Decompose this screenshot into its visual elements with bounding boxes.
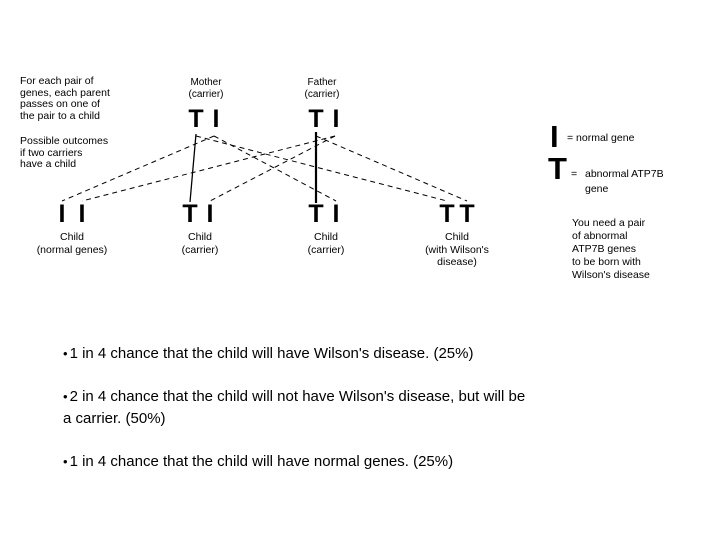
- mother-allele-I: I: [212, 105, 220, 133]
- bullet-carrier-chance: •2 in 4 chance that the child will not h…: [63, 364, 673, 430]
- intro-note-possible-outcomes: Possible outcomes if two carriers have a…: [20, 135, 109, 170]
- bullet-marker: •: [63, 454, 68, 469]
- father-allele-T: T: [308, 105, 324, 133]
- parent-mother-label: Mother (carrier): [156, 77, 256, 100]
- gene-line-father-I-to-child2-I: [209, 135, 336, 202]
- child1-allele-2: I: [78, 200, 86, 228]
- mother-alleles: T I: [186, 106, 226, 132]
- intro-note-pair-of-genes: For each pair of genes, each parent pass…: [20, 75, 110, 122]
- child4-alleles: T T: [437, 201, 477, 227]
- child2-alleles: T I: [180, 201, 220, 227]
- bullet-normal-genes-chance: •1 in 4 chance that the child will have …: [63, 429, 673, 473]
- mother-name: Mother: [190, 77, 222, 88]
- child3-allele-2: I: [332, 200, 340, 228]
- bullet-wilsons-disease-chance: •1 in 4 chance that the child will have …: [63, 321, 673, 365]
- child4-allele-2: T: [459, 200, 475, 228]
- bullet-text: 1 in 4 chance that the child will have W…: [69, 345, 474, 362]
- parent-father-label: Father (carrier): [272, 77, 372, 100]
- father-allele-I: I: [332, 105, 340, 133]
- child3-label-carrier: Child (carrier): [307, 231, 345, 256]
- bullet-text: 2 in 4 chance that the child will not ha…: [63, 388, 526, 427]
- legend-note-pair-needed: You need a pair of abnormal ATP7B genes …: [572, 217, 650, 281]
- child1-allele-1: I: [58, 200, 66, 228]
- gene-line-mother-T-to-child4-left-T: [195, 135, 448, 202]
- father-name: Father: [307, 77, 337, 88]
- bullet-marker: •: [63, 346, 68, 361]
- gene-line-father-I-to-child1-right-I: [81, 135, 336, 202]
- legend-normal-gene-text: = normal gene: [567, 132, 635, 144]
- mother-subtitle: (carrier): [188, 88, 224, 100]
- legend-normal-gene-symbol: I: [550, 119, 559, 154]
- bullet-text: 1 in 4 chance that the child will have n…: [69, 453, 454, 470]
- child3-allele-1: T: [308, 200, 324, 228]
- child2-label-carrier: Child (carrier): [181, 231, 219, 256]
- father-subtitle: (carrier): [304, 88, 340, 100]
- child1-label-normal-genes: Child (normal genes): [36, 231, 108, 256]
- legend-abnormal-gene-symbol: T: [548, 151, 567, 186]
- gene-line-mother-T-to-child2-T: [189, 133, 197, 203]
- father-alleles: T I: [306, 106, 346, 132]
- child2-allele-1: T: [182, 200, 198, 228]
- child3-alleles: T I: [306, 201, 346, 227]
- legend-abnormal-gene-text: abnormal ATP7B gene: [585, 168, 664, 195]
- child4-allele-1: T: [439, 200, 455, 228]
- child1-alleles: I I: [52, 201, 92, 227]
- child4-label-wilsons-disease: Child (with Wilson's disease): [425, 231, 489, 268]
- gene-line-mother-I-to-child1-left-I: [61, 135, 215, 202]
- mother-allele-T: T: [188, 105, 204, 133]
- legend-abnormal-equals: =: [571, 168, 578, 180]
- bullet-marker: •: [63, 389, 68, 404]
- gene-line-father-T-to-child4-right-T: [315, 135, 468, 202]
- child2-allele-2: I: [206, 200, 214, 228]
